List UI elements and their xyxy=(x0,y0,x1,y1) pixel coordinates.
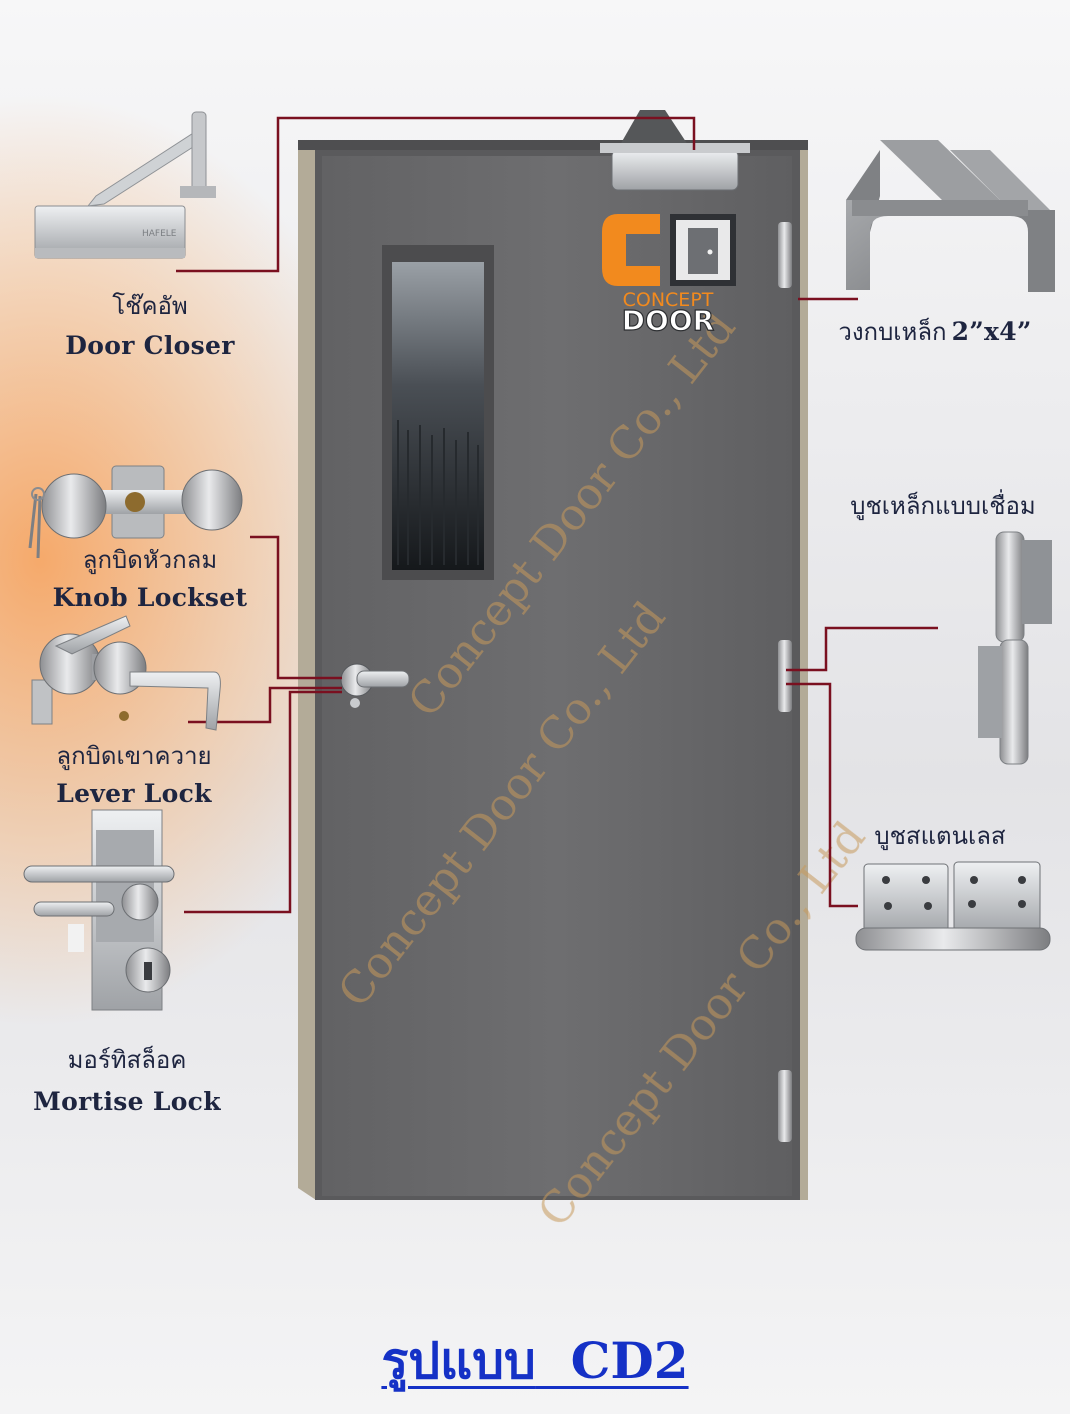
welded-hinge-th: บูชเหล็กแบบเชื่อม xyxy=(850,492,1036,520)
stainless-hinge-icon xyxy=(855,861,1051,951)
mortise-lock-th: มอร์ทิสล็อค xyxy=(67,1046,187,1074)
door-top-edge xyxy=(298,140,808,150)
welded-hinge-label: บูชเหล็กแบบเชื่อม xyxy=(828,486,1058,525)
connector-lines xyxy=(176,116,938,914)
stainless-hinge-label: บูชสแตนเลส xyxy=(840,816,1040,855)
door-hinges xyxy=(778,222,792,1142)
svg-text:DOOR: DOOR xyxy=(622,304,714,337)
steel-frame-size: 2”x4” xyxy=(951,317,1032,346)
knob-lockset-en: Knob Lockset xyxy=(52,583,248,612)
door-closer-en: Door Closer xyxy=(65,331,235,360)
model-code: CD2 xyxy=(570,1331,689,1390)
model-title: รูปแบบ CD2 xyxy=(0,1322,1070,1401)
knob-lockset-th: ลูกบิดหัวกลม xyxy=(82,546,218,574)
steel-frame-th: วงกบเหล็ก xyxy=(838,318,947,346)
concept-door-logo: CONCEPT DOOR xyxy=(602,214,736,338)
stainless-hinge-th: บูชสแตนเลส xyxy=(874,822,1006,850)
steel-frame-label: วงกบเหล็ก 2”x4” xyxy=(810,312,1060,351)
lever-lock-th: ลูกบิดเขาควาย xyxy=(56,742,212,770)
mortise-lock-en: Mortise Lock xyxy=(33,1087,221,1116)
door-closer-th: โช๊คอัพ xyxy=(112,292,188,320)
lever-lock-label: ลูกบิดเขาควาย Lever Lock xyxy=(24,736,244,808)
welded-hinge-icon xyxy=(978,531,1052,765)
model-prefix: รูปแบบ xyxy=(381,1331,536,1390)
lever-lock-en: Lever Lock xyxy=(56,779,212,808)
mortise-lock-label: มอร์ทิสล็อค Mortise Lock xyxy=(14,1040,240,1116)
svg-text:HAFELE: HAFELE xyxy=(142,229,177,239)
door-handle xyxy=(340,663,410,708)
svg-text:CONCEPT: CONCEPT xyxy=(623,289,714,311)
knob-lockset-icon xyxy=(28,465,243,559)
steel-frame-icon xyxy=(846,140,1055,292)
knob-lockset-label: ลูกบิดหัวกลม Knob Lockset xyxy=(40,540,260,612)
door-closer-icon: HAFELE xyxy=(34,111,216,259)
closer-on-door xyxy=(600,110,750,191)
door-closer-label: โช๊คอัพ Door Closer xyxy=(40,286,260,360)
mortise-lock-icon xyxy=(23,809,175,1011)
lever-lock-icon xyxy=(31,615,221,731)
vision-window xyxy=(382,245,494,580)
